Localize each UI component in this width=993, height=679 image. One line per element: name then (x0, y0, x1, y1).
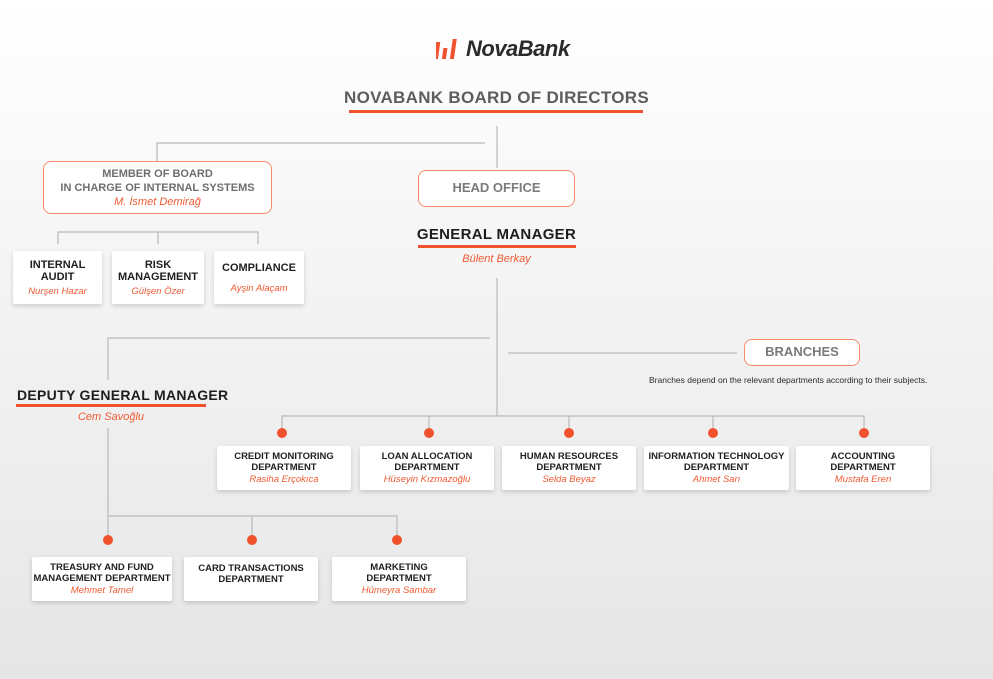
connector-dot (859, 428, 869, 438)
head-office-box: HEAD OFFICE (418, 170, 575, 207)
unit-card-risk-management: RISK MANAGEMENT Gülşen Özer (112, 251, 204, 304)
dept-name: Hüseyin Kızmazoğlu (383, 474, 471, 485)
unit-title: INTERNAL AUDIT (29, 258, 86, 283)
dept-title: CREDIT MONITORING DEPARTMENT (234, 451, 334, 473)
unit-name: Nurşen Hazar (28, 285, 87, 297)
internal-systems-box: MEMBER OF BOARD IN CHARGE OF INTERNAL SY… (43, 161, 272, 214)
connector-dot (564, 428, 574, 438)
dept-card-human-resources: HUMAN RESOURCES DEPARTMENT Selda Beyaz (502, 446, 636, 490)
dept-card-credit-monitoring: CREDIT MONITORING DEPARTMENT Rasiha Erço… (217, 446, 351, 490)
dept-name: Hümeyra Sambar (361, 585, 437, 596)
dept-name: Rasiha Erçokıca (249, 474, 319, 485)
internal-systems-title-2: IN CHARGE OF INTERNAL SYSTEMS (60, 182, 255, 194)
unit-card-compliance: COMPLIANCE Ayşin Alaçam (214, 251, 304, 304)
dept-name: Ahmet Sarı (692, 474, 741, 485)
unit-title: COMPLIANCE (222, 261, 296, 274)
dept-name: Mehmet Tamel (70, 585, 134, 596)
dept-title: TREASURY AND FUND MANAGEMENT DEPARTMENT (33, 562, 171, 584)
novabank-logo-icon (436, 39, 457, 59)
unit-title: RISK MANAGEMENT (117, 258, 199, 283)
branches-box: BRANCHES (744, 339, 860, 366)
branches-note: Branches depend on the relevant departme… (649, 375, 928, 385)
deputy-name: Cem Savoğlu (77, 411, 145, 423)
dept-card-information-technology: INFORMATION TECHNOLOGY DEPARTMENT Ahmet … (644, 446, 789, 490)
board-title: NOVABANK BOARD OF DIRECTORS (344, 88, 649, 107)
connector-dot (247, 535, 257, 545)
dept-card-marketing: MARKETING DEPARTMENT Hümeyra Sambar (332, 557, 466, 601)
connector-dot (708, 428, 718, 438)
dept-card-card-transactions: CARD TRANSACTIONS DEPARTMENT (184, 557, 318, 601)
novabank-logo: NovaBank (436, 34, 570, 64)
connector-dot (392, 535, 402, 545)
connector-dot (103, 535, 113, 545)
unit-card-internal-audit: INTERNAL AUDIT Nurşen Hazar (13, 251, 102, 304)
dept-title: MARKETING DEPARTMENT (366, 562, 432, 584)
connector-dot (424, 428, 434, 438)
internal-systems-name: M. İsmet Demirağ (114, 196, 201, 208)
connector-dot (277, 428, 287, 438)
board-title-underline (349, 110, 643, 113)
dept-title: CARD TRANSACTIONS DEPARTMENT (198, 563, 304, 585)
general-manager-name: Bülent Berkay (462, 253, 531, 265)
logo-text: NovaBank (466, 36, 570, 61)
deputy-underline (16, 404, 206, 407)
deputy-title: DEPUTY GENERAL MANAGER (17, 387, 229, 403)
dept-title: ACCOUNTING DEPARTMENT (830, 451, 896, 473)
dept-card-loan-allocation: LOAN ALLOCATION DEPARTMENT Hüseyin Kızma… (360, 446, 494, 490)
unit-name: Ayşin Alaçam (230, 282, 288, 294)
dept-card-treasury: TREASURY AND FUND MANAGEMENT DEPARTMENT … (32, 557, 172, 601)
dept-title: LOAN ALLOCATION DEPARTMENT (381, 451, 473, 473)
dept-card-accounting: ACCOUNTING DEPARTMENT Mustafa Eren (796, 446, 930, 490)
unit-name: Gülşen Özer (131, 285, 185, 297)
internal-systems-title-1: MEMBER OF BOARD (102, 168, 213, 180)
dept-name: Mustafa Eren (834, 474, 892, 485)
dept-name: Selda Beyaz (542, 474, 596, 485)
general-manager-underline (418, 245, 576, 248)
general-manager-title: GENERAL MANAGER (416, 226, 577, 243)
dept-title: HUMAN RESOURCES DEPARTMENT (519, 451, 619, 473)
dept-title: INFORMATION TECHNOLOGY DEPARTMENT (648, 451, 785, 473)
